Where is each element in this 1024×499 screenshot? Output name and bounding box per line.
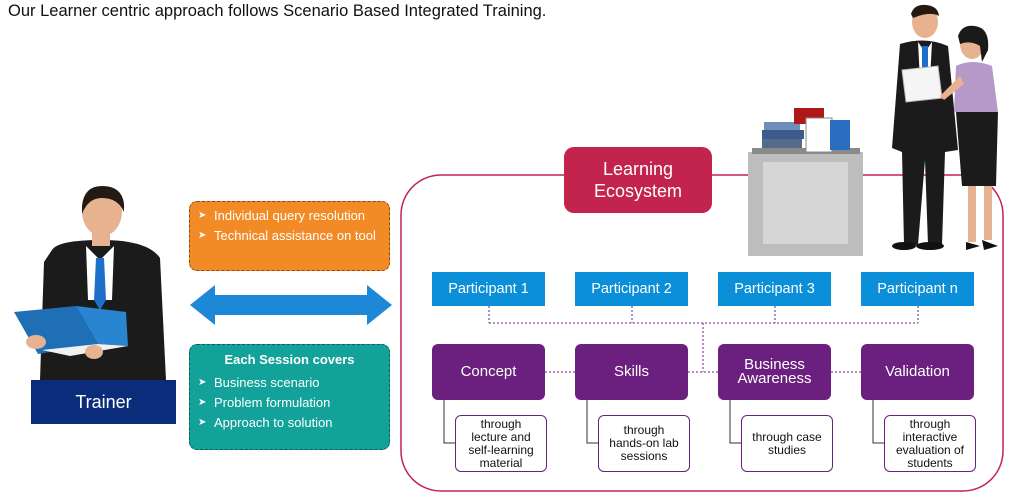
- desc-line: hands-on lab: [609, 436, 679, 450]
- module-concept: Concept: [432, 344, 545, 400]
- module-title: Concept: [460, 363, 517, 380]
- participant-connectors: [488, 306, 919, 373]
- module-skills: Skills: [575, 344, 688, 400]
- query-item: ➤ Technical assistance on tool: [198, 228, 381, 244]
- session-item: ➤ Approach to solution: [198, 415, 381, 431]
- desc-line: through: [909, 416, 951, 431]
- desc-line: through: [480, 416, 522, 431]
- arrow-bullet-icon: ➤: [198, 210, 207, 221]
- module-title: Validation: [885, 363, 950, 380]
- desc-line: self-learning: [468, 442, 534, 457]
- arrow-bullet-icon: ➤: [198, 417, 207, 428]
- desc-line: sessions: [620, 449, 668, 463]
- ecosystem-title-line1: Learning: [602, 159, 674, 179]
- headline: Our Learner centric approach follows Sce…: [8, 2, 547, 20]
- query-item: ➤ Individual query resolution: [198, 208, 381, 224]
- desc-line: material: [479, 455, 523, 470]
- desc-validation: through interactive evaluation of studen…: [884, 415, 976, 472]
- session-item-text: Problem formulation: [214, 395, 331, 410]
- trainer-label: Trainer: [31, 380, 176, 424]
- desc-line: lecture and: [471, 429, 531, 444]
- desk-books-icon: [748, 108, 863, 256]
- query-item-text: Technical assistance on tool: [214, 228, 376, 243]
- desc-skills: through hands-on lab sessions: [598, 415, 690, 472]
- module-validation: Validation: [861, 344, 974, 400]
- session-item-text: Business scenario: [214, 375, 320, 390]
- arrow-bullet-icon: ➤: [198, 397, 207, 408]
- module-title-line2: Awareness: [737, 370, 812, 387]
- trainer-figure-icon: [14, 186, 166, 380]
- module-desc-connectors: [443, 400, 884, 444]
- participant-n: Participant n: [861, 272, 974, 306]
- participant-3: Participant 3: [718, 272, 831, 306]
- desc-line: studies: [767, 442, 806, 457]
- participant-2: Participant 2: [575, 272, 688, 306]
- desc-business-awareness: through case studies: [741, 415, 833, 472]
- query-item-text: Individual query resolution: [214, 208, 366, 223]
- query-resolution-box: ➤ Individual query resolution ➤ Technica…: [189, 201, 390, 271]
- arrow-bullet-icon: ➤: [198, 377, 207, 388]
- session-box-title: Each Session covers: [224, 352, 355, 367]
- module-title: Skills: [613, 363, 649, 380]
- participant-1: Participant 1: [432, 272, 545, 306]
- ecosystem-title-line2: Ecosystem: [593, 181, 683, 201]
- module-title: Business: [744, 356, 805, 373]
- desc-line: interactive: [902, 429, 958, 444]
- desc-line: evaluation of: [895, 442, 965, 457]
- session-item: ➤ Business scenario: [198, 375, 381, 391]
- double-arrow-icon: [190, 285, 392, 325]
- session-item-text: Approach to solution: [214, 415, 333, 430]
- session-box: Each Session covers ➤ Business scenario …: [189, 344, 390, 450]
- learning-ecosystem-title: Learning Ecosystem: [564, 147, 712, 213]
- module-business-awareness: Business Awareness: [718, 344, 831, 400]
- session-item: ➤ Problem formulation: [198, 395, 381, 411]
- businesswoman-icon: [940, 25, 998, 250]
- desc-line: students: [907, 455, 953, 470]
- desc-concept: through lecture and self-learning materi…: [455, 415, 547, 472]
- arrow-bullet-icon: ➤: [198, 230, 207, 241]
- businessman-icon: [892, 4, 958, 250]
- desc-line: through: [623, 423, 665, 437]
- desc-line: through case: [752, 429, 822, 444]
